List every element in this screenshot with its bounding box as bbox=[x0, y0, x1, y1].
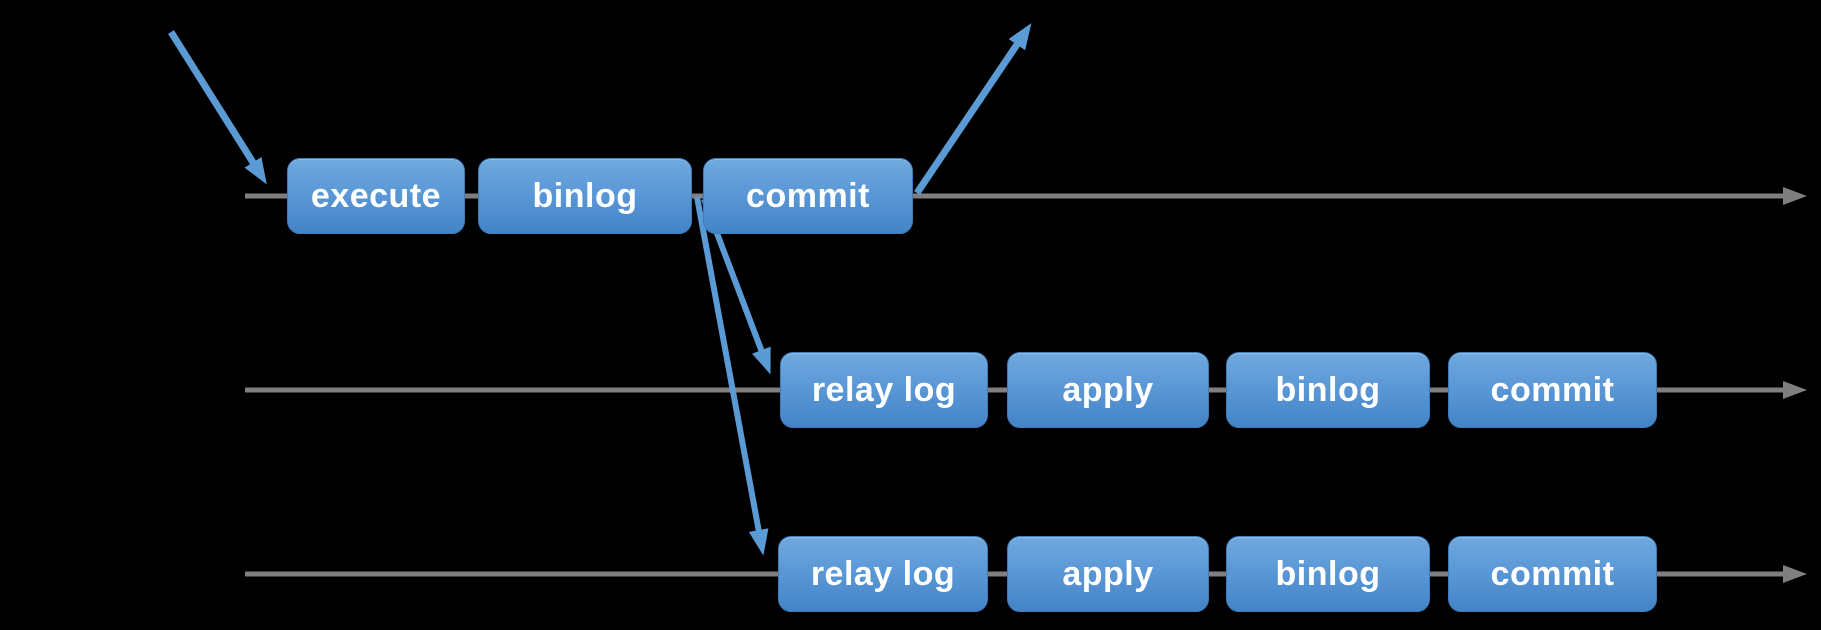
step-box-execute: execute bbox=[287, 158, 465, 234]
step-box-binlog-master: binlog bbox=[478, 158, 692, 234]
incoming-request-arrow bbox=[168, 30, 267, 185]
step-box-relay-log-1: relay log bbox=[780, 352, 988, 428]
step-box-relay-log-2: relay log bbox=[778, 536, 988, 612]
step-box-binlog-1: binlog bbox=[1226, 352, 1430, 428]
step-box-apply-2: apply bbox=[1007, 536, 1209, 612]
step-box-commit-master: commit bbox=[703, 158, 913, 234]
step-box-binlog-2: binlog bbox=[1226, 536, 1430, 612]
step-box-apply-1: apply bbox=[1007, 352, 1209, 428]
outgoing-response-arrow bbox=[914, 23, 1032, 195]
binlog-to-relay-log-arrow-2 bbox=[694, 196, 769, 556]
step-box-commit-2: commit bbox=[1448, 536, 1657, 612]
step-box-commit-1: commit bbox=[1448, 352, 1657, 428]
